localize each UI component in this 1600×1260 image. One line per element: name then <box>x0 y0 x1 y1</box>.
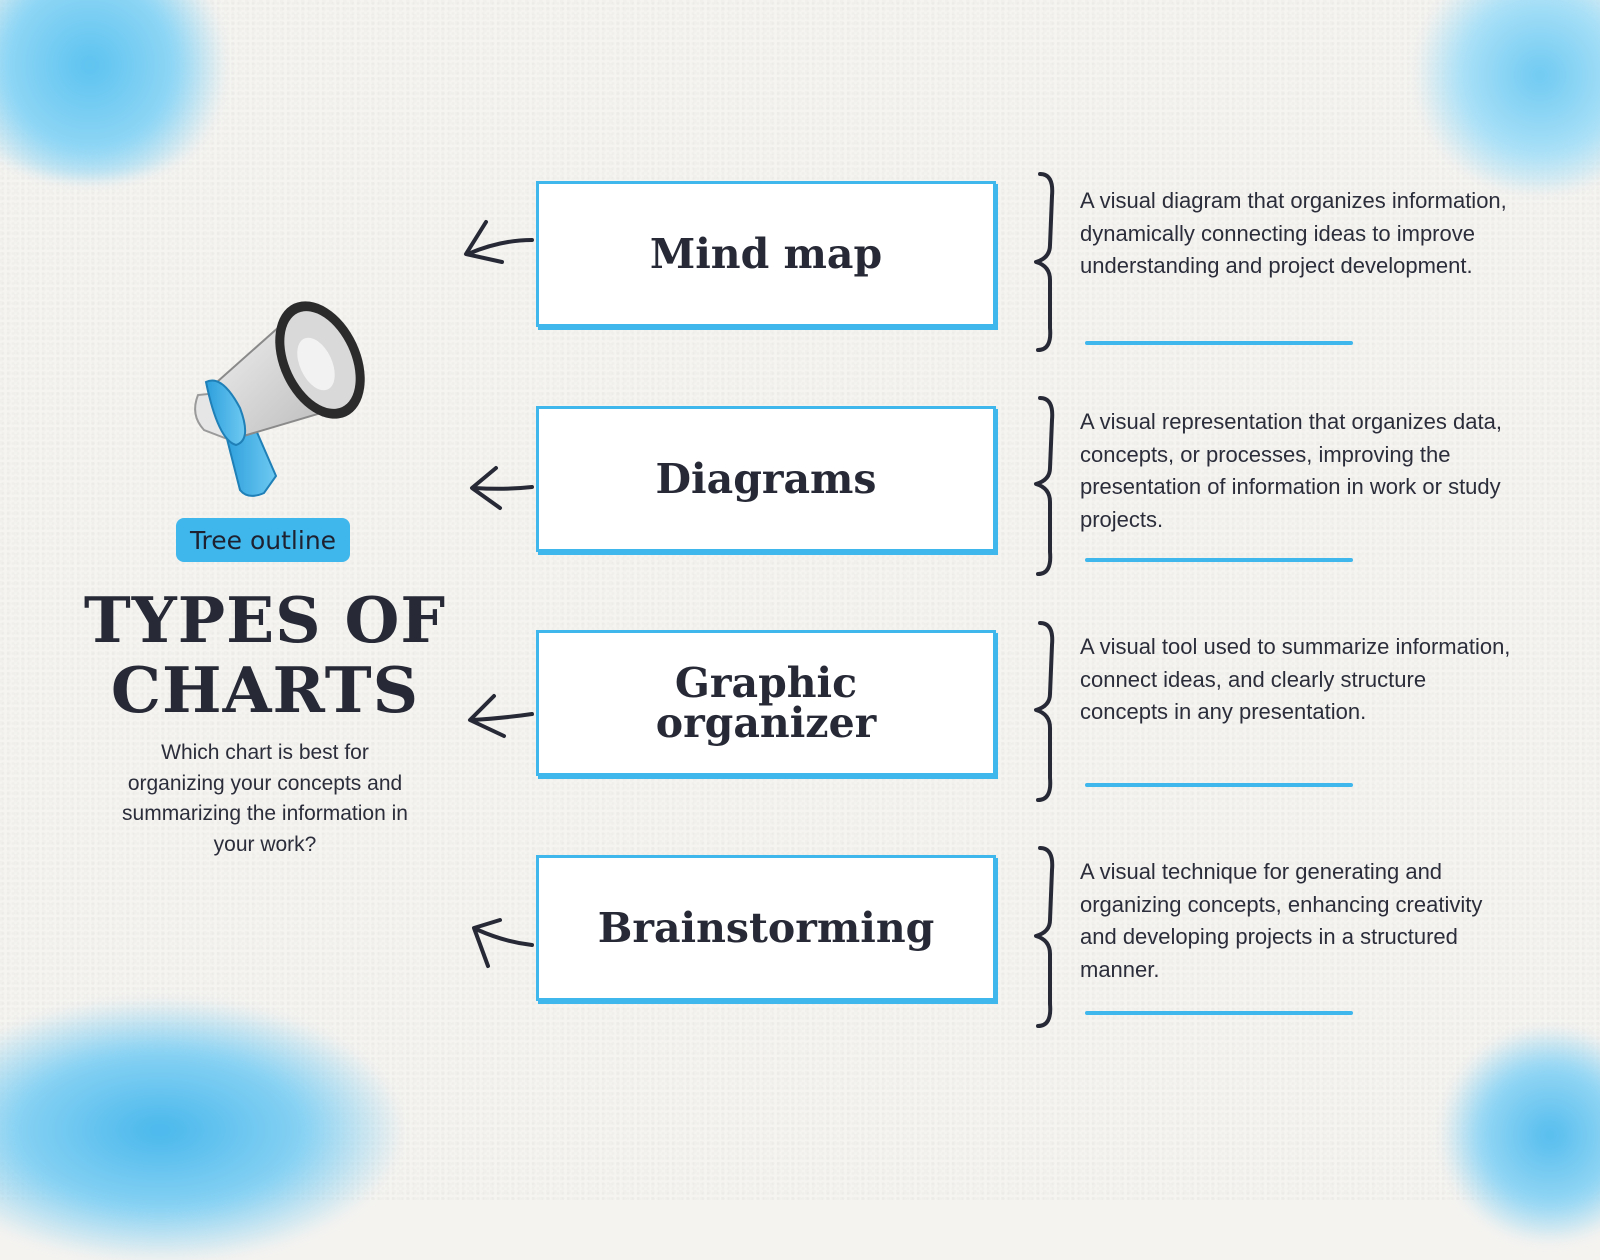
tree-outline-tag: Tree outline <box>176 518 350 562</box>
card-title: Graphic organizer <box>655 659 877 747</box>
megaphone-icon <box>194 301 365 497</box>
card-title: Diagrams <box>655 455 877 503</box>
chart-type-card-diagrams: Diagrams <box>536 406 996 552</box>
divider-line <box>1085 783 1353 787</box>
description-mind-map: A visual diagram that organizes informat… <box>1080 188 1507 278</box>
chart-type-card-brainstorming: Brainstorming <box>536 855 996 1001</box>
description-brainstorming: A visual technique for generating and or… <box>1080 859 1483 982</box>
divider-line <box>1085 341 1353 345</box>
card-title: Brainstorming <box>597 904 935 952</box>
page-subtitle: Which chart is best for organizing your … <box>122 741 408 856</box>
description-diagrams: A visual representation that organizes d… <box>1080 409 1502 532</box>
description-graphic-organizer: A visual tool used to summarize informat… <box>1080 634 1511 724</box>
page-title: TYPES OF CHARTS <box>83 583 447 727</box>
chart-type-card-graphic-organizer: Graphic organizer <box>536 630 996 776</box>
chart-type-card-mind-map: Mind map <box>536 181 996 327</box>
card-title: Mind map <box>649 230 883 278</box>
divider-line <box>1085 558 1353 562</box>
divider-line <box>1085 1011 1353 1015</box>
